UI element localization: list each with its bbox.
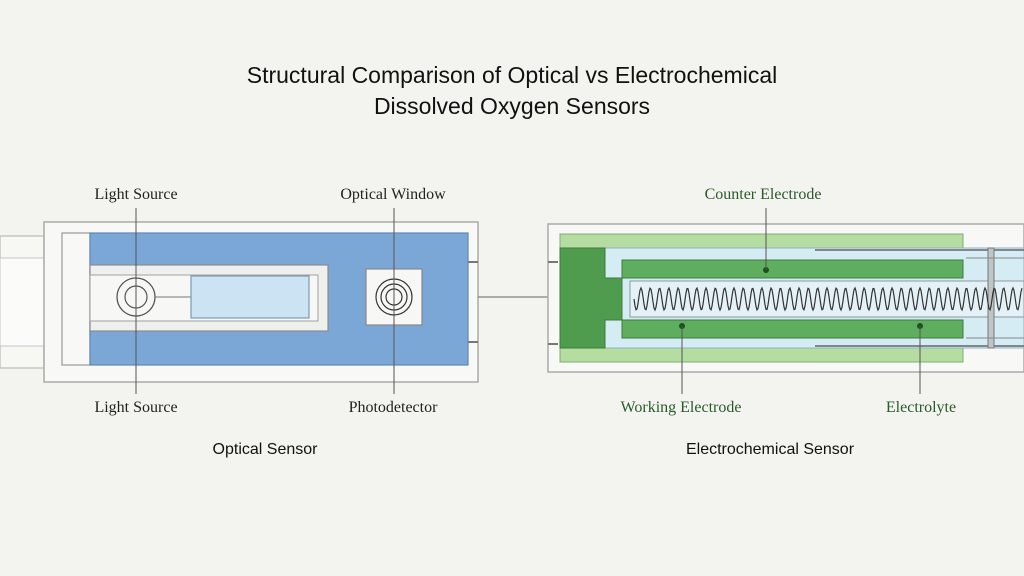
caption-electrochemical-sensor: Electrochemical Sensor bbox=[685, 441, 855, 458]
label-photodetector: Photodetector bbox=[348, 399, 438, 416]
label-light-source-top: Light Source bbox=[94, 186, 178, 203]
optical-cable-inner bbox=[0, 257, 45, 347]
electrochemical-sensor bbox=[547, 208, 1024, 394]
title-line-1: Structural Comparison of Optical vs Elec… bbox=[246, 62, 778, 88]
diagram-title: Structural Comparison of Optical vs Elec… bbox=[0, 60, 1024, 122]
ec-post bbox=[987, 247, 995, 349]
label-electrolyte: Electrolyte bbox=[885, 399, 957, 416]
label-light-source-bottom: Light Source bbox=[94, 399, 178, 416]
counter-electrode bbox=[621, 259, 964, 279]
electrode-coil bbox=[633, 286, 1023, 312]
optical-endcap bbox=[61, 232, 91, 366]
label-optical-window: Optical Window bbox=[340, 186, 446, 203]
optical-window-panel bbox=[190, 275, 310, 319]
title-line-2: Dissolved Oxygen Sensors bbox=[373, 93, 651, 119]
label-counter-electrode: Counter Electrode bbox=[704, 186, 822, 203]
optical-sensor bbox=[0, 208, 479, 394]
working-electrode bbox=[621, 319, 964, 339]
caption-optical-sensor: Optical Sensor bbox=[212, 441, 318, 458]
label-working-electrode: Working Electrode bbox=[620, 399, 742, 416]
membrane-tube bbox=[629, 280, 1024, 318]
